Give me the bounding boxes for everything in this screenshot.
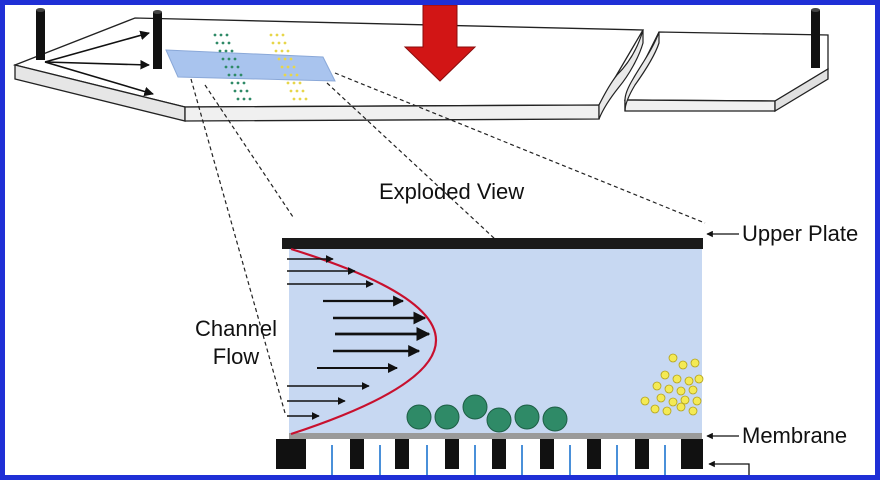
diagram-canvas — [12, 5, 829, 475]
capture-zone-yellow — [269, 33, 308, 101]
large-particles — [406, 394, 568, 433]
lower-support — [276, 439, 703, 475]
inlet-arrows — [44, 30, 154, 97]
velocity-profile — [290, 247, 438, 436]
small-particles — [640, 353, 704, 416]
exploded-view-title: Exploded View — [379, 179, 525, 204]
membrane-label: Membrane — [742, 423, 848, 448]
post-left-2 — [153, 10, 162, 69]
membrane-layer — [289, 433, 702, 439]
post-right — [811, 8, 820, 68]
channel-flow-label: Channel Flow — [195, 315, 277, 371]
post-left-1 — [36, 8, 45, 60]
right-arrow-icon — [287, 255, 431, 420]
channel-strip — [165, 49, 336, 82]
projection-lines — [190, 72, 706, 414]
upper-plate-label: Upper Plate — [742, 221, 859, 246]
upper-plate — [282, 238, 703, 249]
device-slab — [12, 17, 829, 122]
label-pointers — [706, 230, 750, 475]
exploded-channel — [282, 238, 703, 439]
capture-zone-green — [213, 33, 252, 101]
down-arrow-icon — [403, 5, 477, 82]
channel-flow-label-line1: Channel — [195, 316, 277, 341]
channel-flow-label-line2: Flow — [212, 344, 260, 369]
